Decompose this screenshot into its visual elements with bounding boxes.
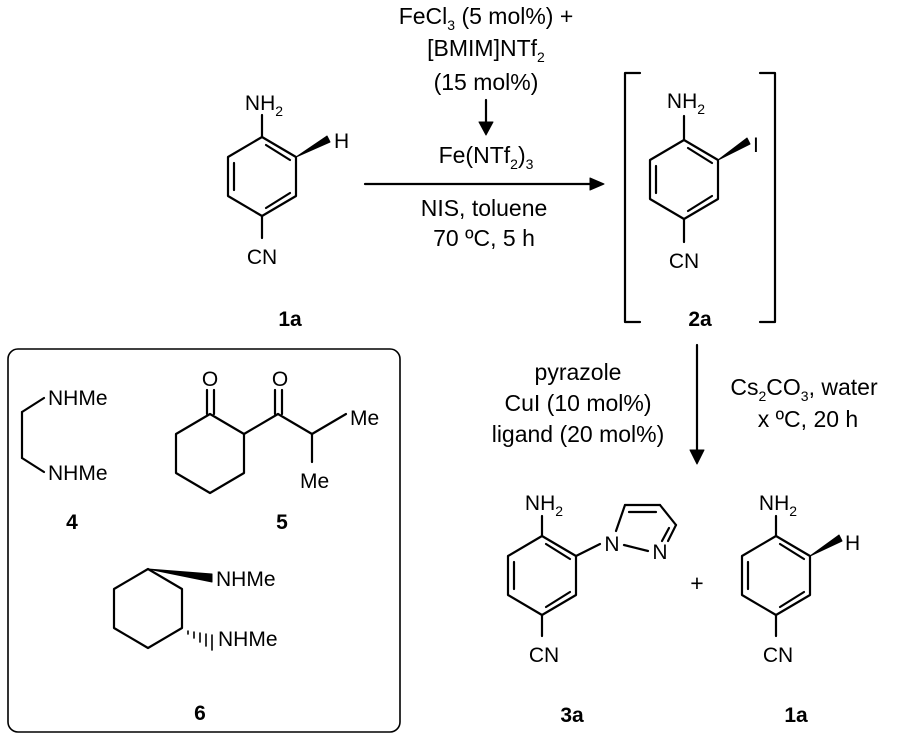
- down-arrow-head: [478, 121, 494, 136]
- ligand-4: NHMe NHMe 4: [20, 387, 108, 534]
- amine-label: NH2: [667, 90, 705, 117]
- cui-label: CuI (10 mol%): [505, 390, 652, 416]
- h-wedge: [809, 534, 843, 557]
- temp-time-label: x ºC, 20 h: [758, 406, 858, 432]
- nhme-hash-bond: [187, 630, 213, 651]
- compound-label-1a: 1a: [278, 308, 302, 331]
- methyl-1-label: Me: [350, 407, 379, 430]
- nitrile-label: CN: [247, 246, 277, 269]
- benzene-ring: [740, 534, 812, 617]
- amine-label: NH2: [245, 92, 283, 119]
- nhme-bottom-label: NHMe: [48, 462, 108, 485]
- h-wedge: [295, 135, 331, 158]
- ligand-5: O O Me Me 5: [174, 368, 379, 534]
- coupling-arrow-head: [689, 449, 705, 465]
- ketone-o2-label: O: [272, 368, 288, 391]
- bmim-loading: (15 mol%): [434, 69, 539, 95]
- compound-label-2a: 2a: [688, 308, 712, 331]
- ligand-box: NHMe NHMe 4 O O Me Me 5 NHMe: [7, 348, 401, 733]
- amine-label: NH2: [759, 492, 797, 519]
- product-3a: NH2 N N CN 3a: [506, 492, 678, 727]
- iodo-label: I: [753, 134, 759, 157]
- amine-label: NH2: [525, 492, 563, 519]
- reagents-label: NIS, toluene: [421, 195, 548, 221]
- pyrazole-n1-label: N: [604, 533, 619, 556]
- benzene-ring: [506, 534, 578, 617]
- nhme-top-label: NHMe: [48, 387, 108, 410]
- temp-time-label: 70 ºC, 5 h: [433, 225, 535, 251]
- nhme-top-label: NHMe: [216, 568, 276, 591]
- ligand-6: NHMe NHMe 6: [112, 567, 278, 725]
- nitrile-label: CN: [529, 644, 559, 667]
- ligand-box-frame: [7, 348, 401, 733]
- compound-label-3a: 3a: [560, 704, 584, 727]
- ligand-label-5: 5: [276, 511, 288, 534]
- h-label: H: [334, 130, 349, 153]
- cyclohexane-ring: [174, 412, 246, 495]
- reaction-arrow-head: [589, 177, 605, 191]
- pyrazole-n2-label: N: [652, 541, 667, 564]
- plus-sign: +: [690, 570, 703, 596]
- coupling-conditions: pyrazole CuI (10 mol%) ligand (20 mol%) …: [492, 343, 878, 465]
- nhme-bottom-label: NHMe: [218, 628, 278, 651]
- benzene-ring: [226, 135, 298, 218]
- benzene-ring: [648, 138, 720, 221]
- fecl3-line: FeCl3 (5 mol%) +: [399, 3, 574, 33]
- compound-2a: NH2 I CN 2a: [623, 71, 777, 331]
- base-label: Cs2CO3, water: [730, 374, 878, 404]
- byproduct-1a: NH2 H CN 1a: [740, 492, 860, 727]
- nitrile-label: CN: [669, 250, 699, 273]
- left-bracket: [623, 71, 642, 324]
- cyclohexane-ring: [112, 567, 184, 650]
- ligand-label-6: 6: [194, 702, 206, 725]
- iodo-wedge: [717, 137, 751, 161]
- top-conditions: FeCl3 (5 mol%) + [BMIM]NTf2 (15 mol%) Fe…: [363, 3, 605, 251]
- c-n-bond: [574, 542, 602, 558]
- right-bracket: [758, 71, 777, 324]
- h-label: H: [845, 532, 860, 555]
- methyl-2-label: Me: [300, 470, 329, 493]
- ligand-loading-label: ligand (20 mol%): [492, 421, 665, 447]
- bmim-line: [BMIM]NTf2: [427, 35, 545, 65]
- nitrile-label: CN: [763, 644, 793, 667]
- ligand-label-4: 4: [66, 511, 78, 534]
- catalyst-label: Fe(NTf2)3: [439, 142, 534, 172]
- compound-label-1a-byproduct: 1a: [784, 704, 808, 727]
- pyrazole-label: pyrazole: [535, 359, 622, 385]
- compound-1a: NH2 H CN 1a: [226, 92, 349, 331]
- nhme-wedge-bond: [147, 568, 213, 583]
- ketone-o1-label: O: [202, 368, 218, 391]
